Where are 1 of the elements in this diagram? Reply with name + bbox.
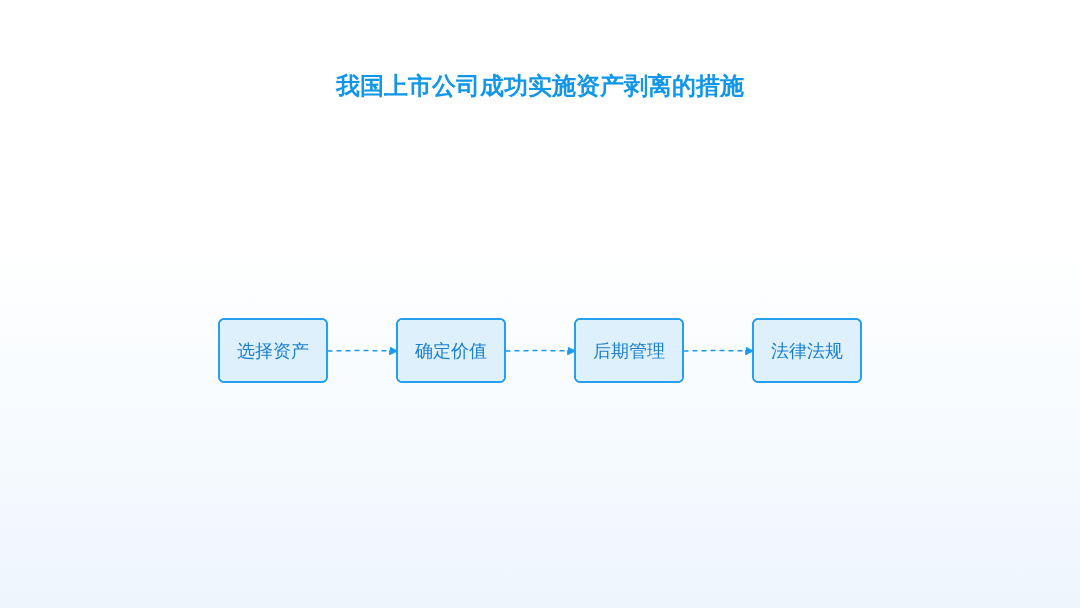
diagram-title: 我国上市公司成功实施资产剥离的措施 xyxy=(335,71,745,102)
